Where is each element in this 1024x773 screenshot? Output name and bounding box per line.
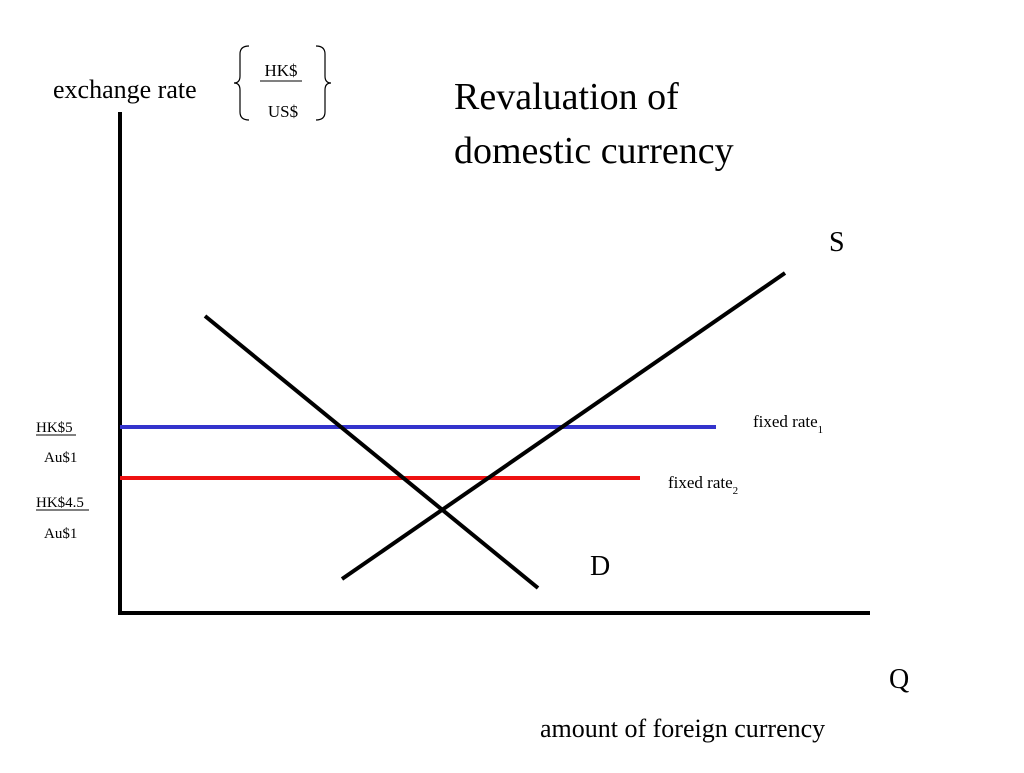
- fixed-rate-1-text: fixed rate: [753, 412, 818, 431]
- y-unit-denominator: US$: [268, 102, 298, 121]
- x-axis-label: amount of foreign currency: [540, 714, 825, 743]
- rate-1-denominator: Au$1: [44, 450, 77, 466]
- y-axis-label: exchange rate: [53, 75, 197, 104]
- fixed-rate-1-label: fixed rate1: [753, 412, 823, 436]
- demand-curve-label: D: [590, 551, 610, 582]
- rate-2-numerator: HK$4.5: [36, 495, 84, 511]
- supply-curve-label: S: [829, 227, 845, 258]
- y-unit-numerator: HK$: [264, 61, 297, 80]
- fixed-rate-1-subscript: 1: [818, 424, 824, 436]
- demand-curve: [203, 314, 540, 590]
- fixed-rate-2-label: fixed rate2: [668, 473, 738, 497]
- title-line-2: domestic currency: [454, 130, 734, 172]
- fixed-rate-2-text: fixed rate: [668, 473, 733, 492]
- x-axis-short-label: Q: [889, 664, 909, 695]
- supply-curve: [340, 271, 787, 581]
- left-brace: [233, 45, 250, 121]
- fixed-rate-2-subscript: 2: [733, 485, 739, 497]
- right-brace: [315, 45, 332, 121]
- title-line-1: Revaluation of: [454, 76, 679, 118]
- rate-1-numerator: HK$5: [36, 420, 73, 436]
- rate-2-denominator: Au$1: [44, 526, 77, 542]
